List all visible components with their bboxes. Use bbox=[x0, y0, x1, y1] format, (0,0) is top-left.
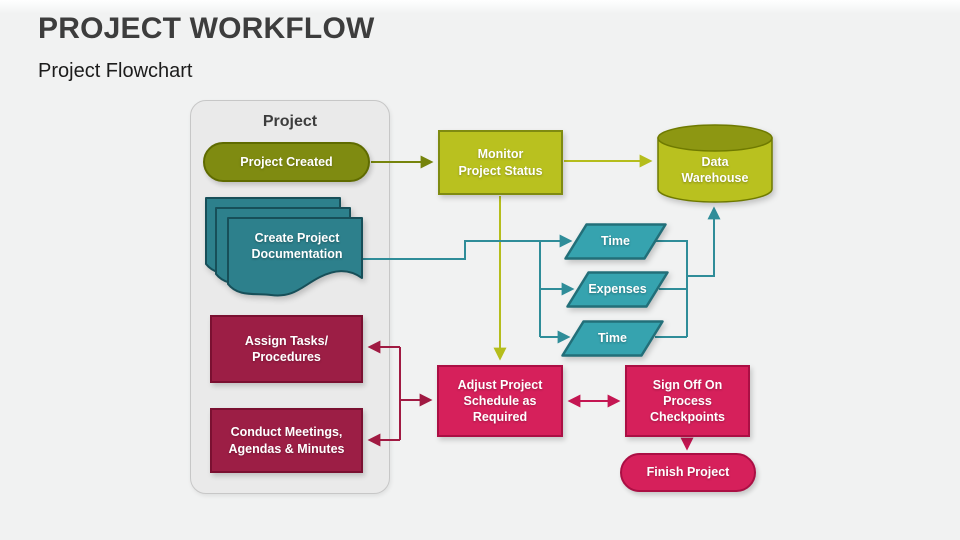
multi-document-shape bbox=[205, 197, 363, 297]
node-data-warehouse: Data Warehouse bbox=[681, 154, 749, 185]
edge-adjust-to-tasks-meetings bbox=[367, 340, 433, 447]
node-time-1: Time bbox=[601, 234, 630, 249]
node-finish-project: Finish Project bbox=[620, 453, 756, 492]
node-sign-off: Sign Off On Process Checkpoints bbox=[625, 365, 750, 437]
node-time-2: Time bbox=[598, 331, 627, 346]
page-title: PROJECT WORKFLOW bbox=[38, 12, 375, 45]
node-project-created: Project Created bbox=[203, 142, 370, 182]
node-monitor-status: Monitor Project Status bbox=[438, 130, 563, 195]
page-subtitle: Project Flowchart bbox=[38, 60, 193, 82]
node-create-documentation: Create Project Documentation bbox=[251, 230, 343, 261]
edge-factors-to-warehouse bbox=[654, 206, 721, 338]
project-group-label: Project bbox=[262, 113, 318, 130]
node-assign-tasks: Assign Tasks/ Procedures bbox=[210, 315, 363, 383]
node-adjust-schedule: Adjust Project Schedule as Required bbox=[437, 365, 563, 437]
node-expenses: Expenses bbox=[588, 282, 647, 297]
node-conduct-meetings: Conduct Meetings, Agendas & Minutes bbox=[210, 408, 363, 473]
parallelogram-time-2-shape bbox=[561, 320, 664, 357]
database-cylinder-shape bbox=[657, 124, 773, 203]
edge-documentation-to-factors bbox=[362, 234, 575, 344]
